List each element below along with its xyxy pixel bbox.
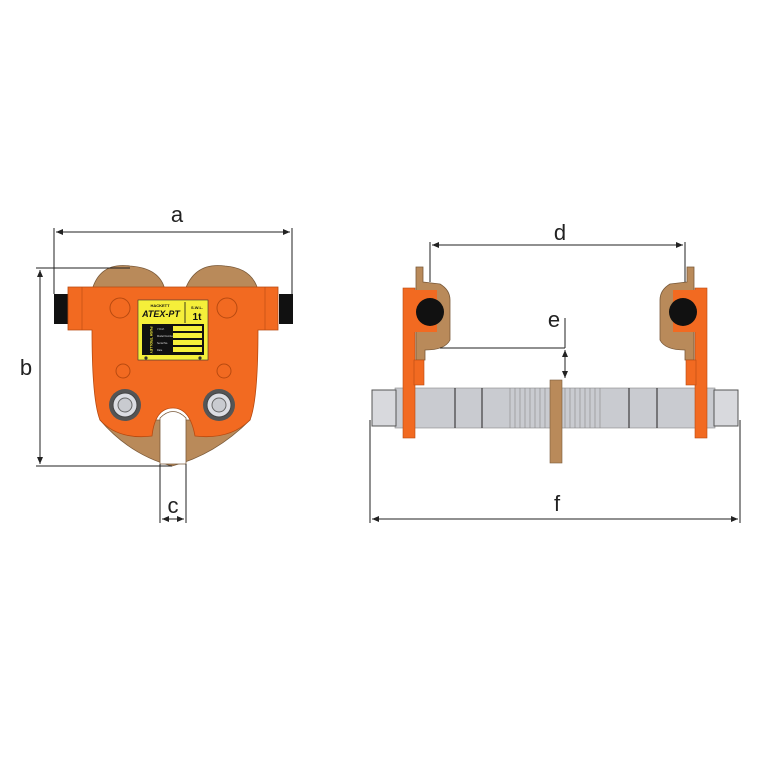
side-dimension-lines [369, 242, 741, 523]
dimension-label-b: b [20, 355, 32, 380]
casting-lobe-left [91, 265, 166, 291]
roller-left [416, 298, 444, 326]
side-view: d e f [369, 220, 741, 523]
roller-right [279, 294, 293, 324]
plate-model: ATEX-PT [141, 309, 181, 319]
dimension-label-a: a [171, 202, 184, 227]
center-spacer [549, 379, 563, 464]
shaft-segment-lines [454, 388, 658, 428]
bolt-hole [109, 297, 131, 319]
plate-swl-value: 1t [193, 312, 203, 323]
shaft-thread [509, 388, 601, 428]
nut-right [713, 389, 739, 427]
plate-field: Date [157, 349, 163, 352]
dimension-label-e: e [548, 307, 560, 332]
dimension-label-f: f [554, 491, 561, 516]
plate-field: Y.O.M. [157, 328, 165, 331]
plate-swl-label: S.W.L. [191, 305, 203, 310]
roller-right [669, 298, 697, 326]
wheel-nut-right [203, 389, 235, 421]
front-dimension-lines [36, 228, 293, 523]
bolt-hole [115, 363, 131, 379]
identification-plate: HACKETT ATEX-PT S.W.L. 1t PUSH TROLLEY Y… [137, 299, 209, 361]
spacer-left [413, 359, 425, 386]
plate-field: Model Number [157, 335, 174, 338]
nut-left [371, 389, 397, 427]
casting-lobe-right [184, 265, 259, 291]
slot-c [159, 411, 187, 465]
plate-type: PUSH TROLLEY [149, 326, 153, 354]
bolt-hole [216, 297, 238, 319]
bolt-hole [216, 363, 232, 379]
spacer-right [685, 359, 697, 386]
front-view: HACKETT ATEX-PT S.W.L. 1t PUSH TROLLEY Y… [20, 202, 293, 523]
plate-field: Serial No. [157, 342, 168, 345]
roller-left [54, 294, 68, 324]
dimension-label-c: c [168, 493, 179, 518]
dimension-label-d: d [554, 220, 566, 245]
wheel-nut-left [109, 389, 141, 421]
plate-brand: HACKETT [150, 303, 170, 308]
